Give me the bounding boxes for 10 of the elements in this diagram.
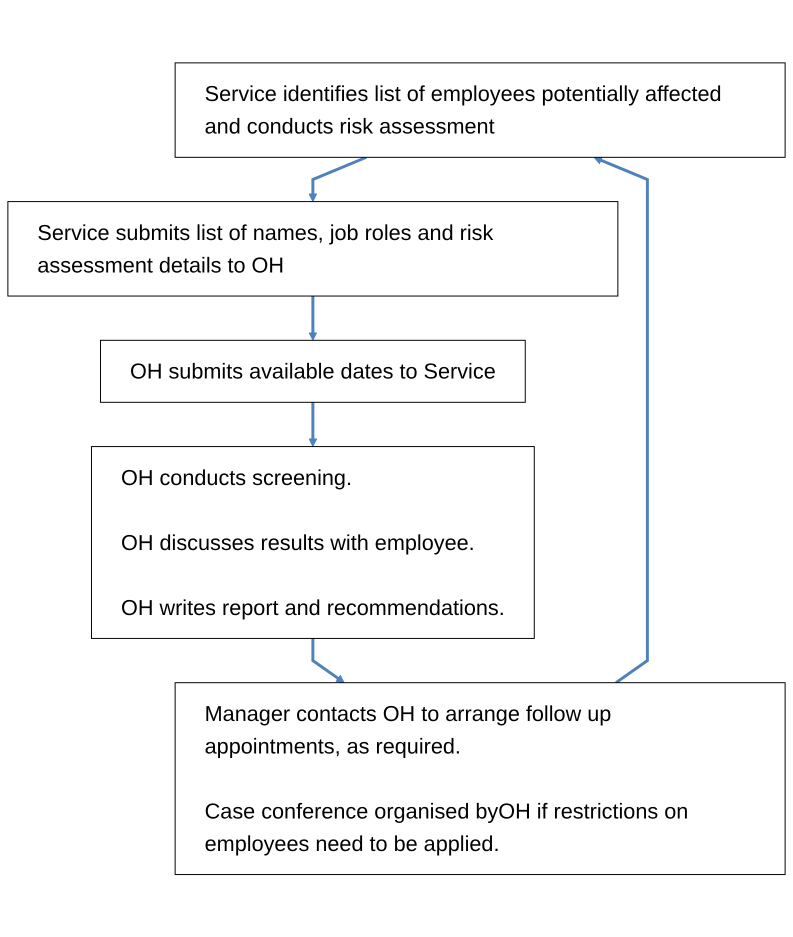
arrow — [311, 638, 345, 683]
arrow — [308, 402, 318, 447]
node-box: Manager contacts OH to arrange follow up appointments, as required. Case conference organised byOH if restrictions on employees need to be applied. — [174, 682, 786, 875]
node-box: OH submits available dates to Service — [100, 340, 526, 403]
node-box: Service submits list of names, job roles and risk assessment details to OH — [7, 200, 618, 296]
arrow — [308, 156, 367, 202]
node-box: OH conducts screening. OH discusses results with employee. OH writes report and recommendations. — [90, 446, 535, 639]
node-box: Service identifies list of employees potentially affected and conducts risk assessment — [174, 62, 786, 158]
arrow — [594, 156, 649, 684]
arrow — [308, 296, 318, 340]
